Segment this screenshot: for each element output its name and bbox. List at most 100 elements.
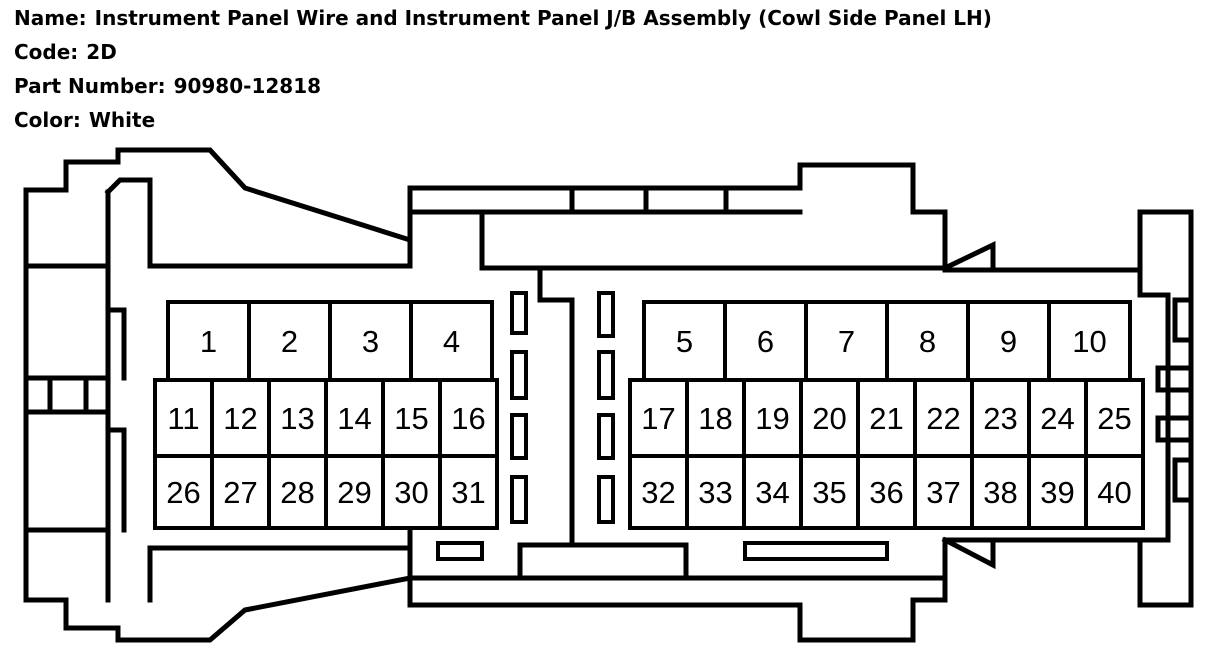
- pin-number: 25: [1097, 401, 1131, 436]
- pin-number: 6: [757, 324, 774, 359]
- pin-number: 11: [167, 401, 199, 436]
- pin-cell-12: 12: [210, 378, 271, 458]
- pin-number: 39: [1040, 475, 1074, 510]
- pin-number: 32: [641, 475, 675, 510]
- pin-cell-box: [381, 378, 442, 458]
- pin-cell-box: [247, 300, 332, 382]
- pin-number: 35: [812, 475, 846, 510]
- pin-number: 15: [394, 401, 428, 436]
- pin-number: 24: [1040, 401, 1074, 436]
- pin-cell-26: 26: [153, 454, 214, 530]
- pin-number: 37: [926, 475, 960, 510]
- pin-cell-8: 8: [885, 300, 970, 382]
- slot: [597, 350, 615, 400]
- part-number-line: Part Number:90980-12818: [14, 76, 321, 96]
- pin-number: 26: [166, 475, 200, 510]
- code-value: 2D: [86, 40, 117, 64]
- pin-cell-15: 15: [381, 378, 442, 458]
- pin-cell-24: 24: [1027, 378, 1088, 458]
- slot: [436, 541, 484, 561]
- pin-number: 30: [394, 475, 428, 510]
- pin-cell-37: 37: [913, 454, 974, 530]
- part-number-value: 90980-12818: [173, 74, 322, 98]
- pin-cell-box: [913, 454, 974, 530]
- pin-number: 20: [812, 401, 846, 436]
- pin-cell-27: 27: [210, 454, 271, 530]
- pin-cell-7: 7: [804, 300, 889, 382]
- pin-number: 7: [838, 324, 855, 359]
- pin-number: 18: [698, 401, 732, 436]
- pin-number: 17: [641, 401, 675, 436]
- pin-number: 36: [869, 475, 903, 510]
- connector-housing-outline: [23, 147, 1194, 643]
- pin-cell-box: [804, 300, 889, 382]
- pin-number: 14: [337, 401, 371, 436]
- pin-cell-19: 19: [742, 378, 803, 458]
- pin-number: 12: [223, 401, 257, 436]
- pin-cell-9: 9: [966, 300, 1051, 382]
- pin-cell-box: [856, 454, 917, 530]
- slot: [510, 350, 528, 400]
- pin-cell-6: 6: [723, 300, 808, 382]
- pin-number: 2: [281, 324, 298, 359]
- pin-cell-14: 14: [324, 378, 385, 458]
- pin-cell-39: 39: [1027, 454, 1088, 530]
- pin-number: 5: [676, 324, 693, 359]
- connector-code-line: Code:2D: [14, 42, 117, 62]
- name-value: Instrument Panel Wire and Instrument Pan…: [94, 6, 992, 30]
- pin-cell-28: 28: [267, 454, 328, 530]
- connector-name-line: Name: Instrument Panel Wire and Instrumen…: [14, 8, 992, 28]
- pin-number: 33: [698, 475, 732, 510]
- pin-number: 22: [926, 401, 960, 436]
- pin-number: 40: [1097, 475, 1131, 510]
- pin-cell-box: [885, 300, 970, 382]
- pin-number: 10: [1072, 324, 1106, 359]
- pin-number: 16: [451, 401, 485, 436]
- pin-cell-32: 32: [628, 454, 689, 530]
- pin-cell-3: 3: [328, 300, 413, 382]
- pin-number: 3: [362, 324, 379, 359]
- pin-cell-31: 31: [438, 454, 499, 530]
- pin-cell-13: 13: [267, 378, 328, 458]
- pin-cell-box: [799, 454, 860, 530]
- pin-cell-30: 30: [381, 454, 442, 530]
- pin-cell-4: 4: [409, 300, 494, 382]
- slot: [597, 475, 615, 524]
- pin-number: 27: [223, 475, 257, 510]
- pin-number: 29: [337, 475, 371, 510]
- pin-cell-box: [966, 300, 1051, 382]
- pin-number: 31: [451, 475, 485, 510]
- pin-cell-box: [153, 454, 214, 530]
- slot: [510, 291, 528, 335]
- slot: [597, 413, 615, 460]
- pin-cell-box: [1027, 454, 1088, 530]
- pin-cell-box: [799, 378, 860, 458]
- pin-number: 38: [983, 475, 1017, 510]
- pin-cell-18: 18: [685, 378, 746, 458]
- pin-cell-20: 20: [799, 378, 860, 458]
- pin-number: 4: [443, 324, 460, 359]
- pin-cell-36: 36: [856, 454, 917, 530]
- pin-number: 9: [1000, 324, 1017, 359]
- slot: [597, 291, 615, 338]
- pin-cell-25: 25: [1084, 378, 1145, 458]
- pin-number: 34: [755, 475, 789, 510]
- connector-color-line: Color:White: [14, 110, 155, 130]
- pin-cell-box: [438, 378, 499, 458]
- pin-cell-35: 35: [799, 454, 860, 530]
- pin-cell-17: 17: [628, 378, 689, 458]
- pin-cell-box: [628, 454, 689, 530]
- name-label: Name:: [14, 6, 87, 30]
- pin-cell-1: 1: [166, 300, 251, 382]
- pin-cell-box: [324, 454, 385, 530]
- color-label: Color:: [14, 108, 81, 132]
- pin-cell-box: [267, 454, 328, 530]
- pin-cell-box: [1084, 454, 1145, 530]
- pin-cell-11: 11: [153, 378, 214, 458]
- pin-number: 1: [200, 324, 217, 359]
- pin-cell-2: 2: [247, 300, 332, 382]
- pin-cell-34: 34: [742, 454, 803, 530]
- pin-cell-29: 29: [324, 454, 385, 530]
